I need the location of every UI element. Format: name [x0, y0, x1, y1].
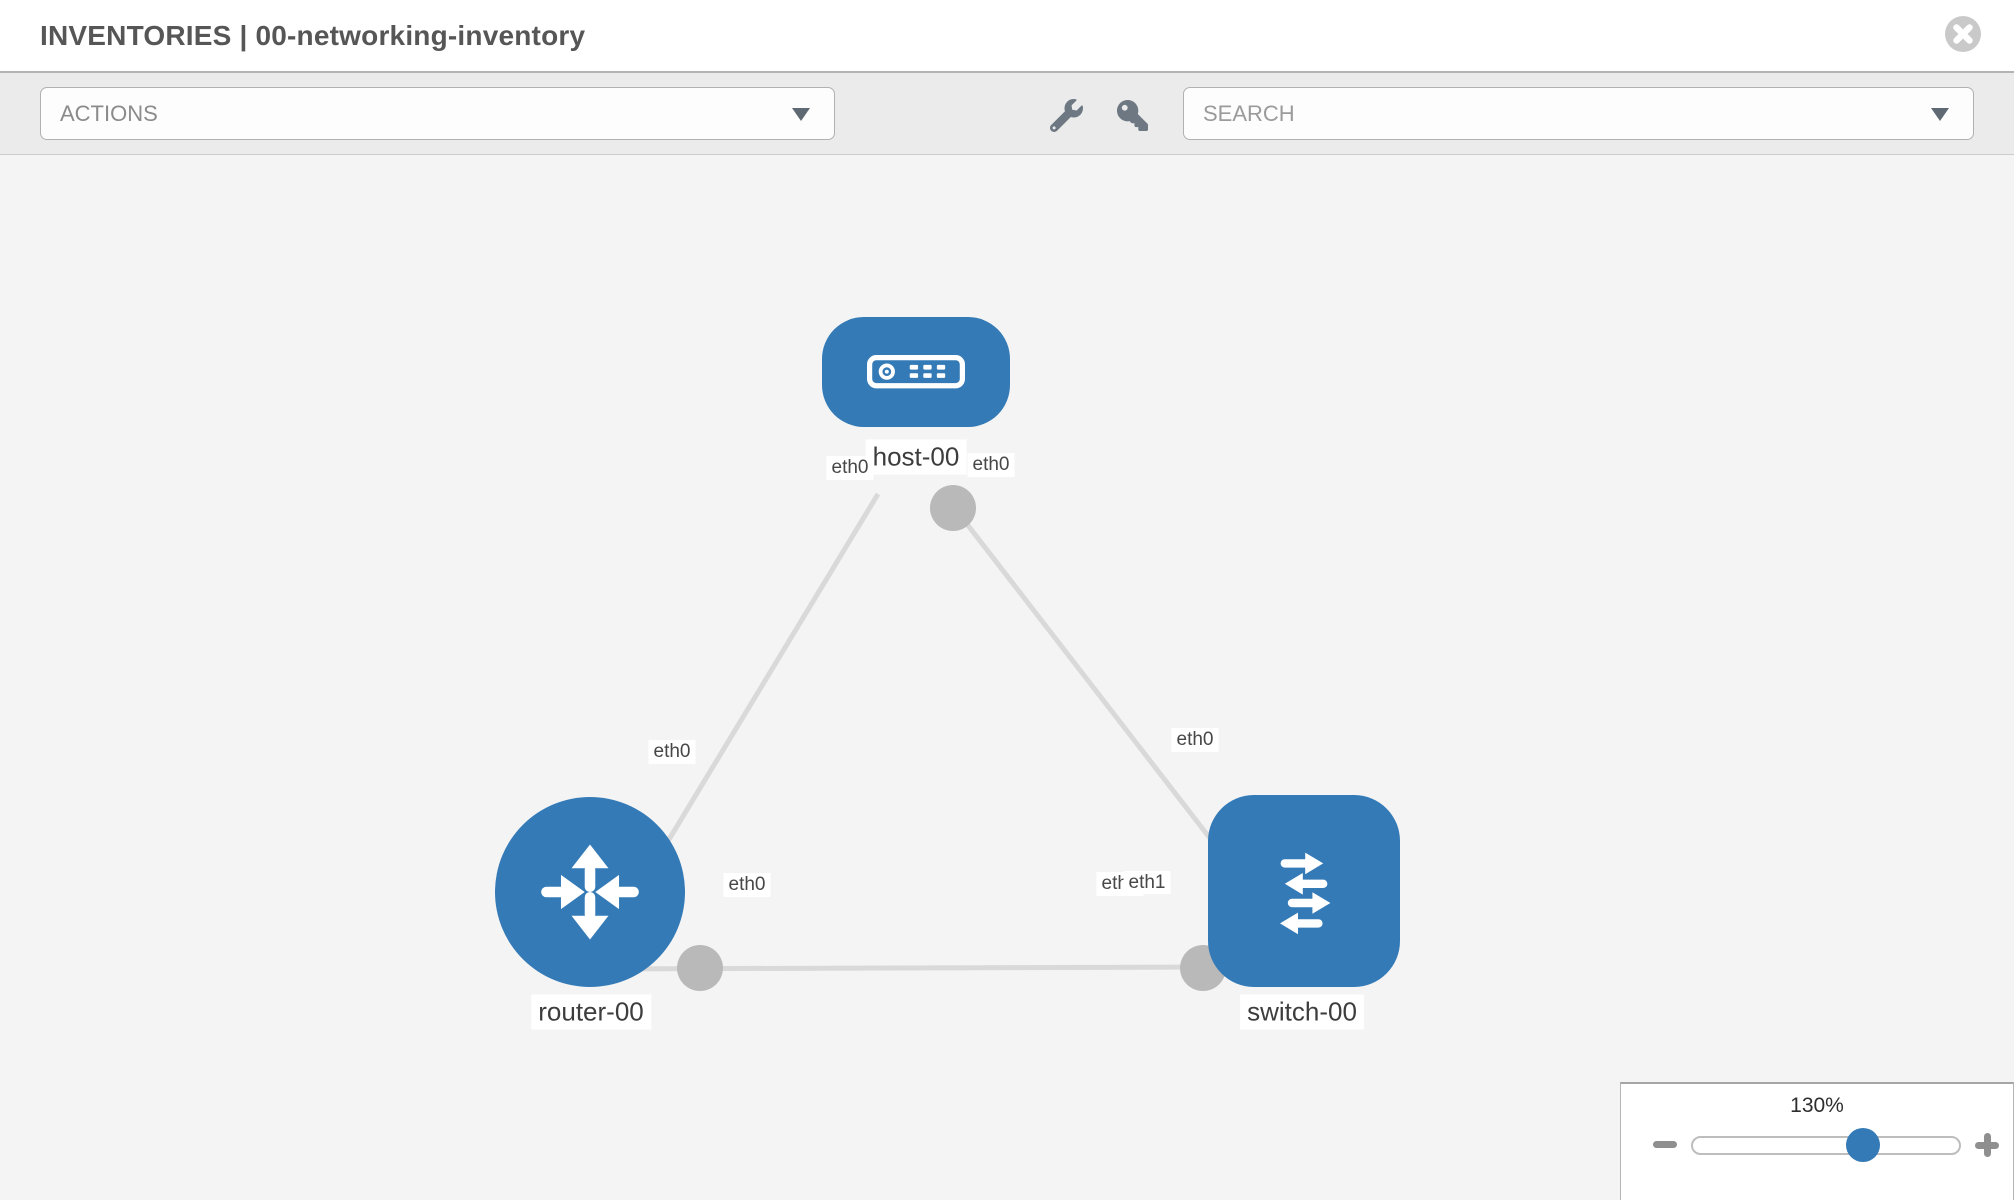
search-dropdown-label: SEARCH: [1203, 100, 1295, 126]
interface-label-switch-to-router-group: eth1 eth1: [1096, 871, 1171, 896]
interface-label-switch-to-host: eth0: [1171, 728, 1219, 752]
link-host-switch[interactable]: [951, 504, 1235, 870]
node-label-switch: switch-00: [1240, 994, 1364, 1030]
connector-router-right: [677, 945, 723, 991]
zoom-slider-track[interactable]: [1691, 1136, 1961, 1155]
search-dropdown[interactable]: SEARCH: [1183, 87, 1974, 140]
minus-icon[interactable]: [1653, 1141, 1677, 1148]
plus-icon[interactable]: [1975, 1133, 1999, 1157]
connector-host-bottom: [930, 485, 976, 531]
node-switch-00[interactable]: [1208, 795, 1400, 987]
interface-label-host-to-router: eth0: [826, 456, 874, 480]
zoom-level-label: 130%: [1790, 1094, 1844, 1117]
node-label-host: host-00: [865, 439, 967, 475]
switch-icon: [1280, 852, 1331, 935]
close-button[interactable]: [1945, 16, 1981, 52]
topology-canvas[interactable]: [0, 156, 2014, 1200]
router-icon: [541, 844, 639, 940]
key-icon: [1116, 99, 1148, 131]
interface-label-switch-to-router: eth1: [1123, 871, 1171, 894]
interface-label-router-to-switch: eth0: [723, 873, 771, 897]
actions-dropdown[interactable]: ACTIONS: [40, 87, 835, 140]
header: INVENTORIES | 00-networking-inventory: [0, 0, 2014, 71]
toolbar: ACTIONS SEARCH: [0, 71, 2014, 155]
zoom-panel: 130%: [1620, 1082, 2014, 1200]
tools-button[interactable]: [1047, 96, 1085, 134]
node-router-00[interactable]: [495, 797, 685, 987]
node-label-router: router-00: [531, 994, 651, 1030]
credentials-button[interactable]: [1113, 96, 1151, 134]
wrench-icon: [1049, 98, 1083, 132]
node-host-00[interactable]: [822, 317, 1010, 427]
interface-label-host-to-switch: eth0: [967, 453, 1015, 477]
actions-dropdown-label: ACTIONS: [60, 100, 158, 126]
chevron-down-icon: [1931, 107, 1949, 121]
zoom-slider-handle[interactable]: [1846, 1128, 1880, 1162]
interface-label-router-to-host: eth0: [648, 740, 696, 764]
server-icon: [867, 355, 965, 389]
page-title: INVENTORIES | 00-networking-inventory: [40, 19, 586, 51]
close-icon: [1945, 16, 1981, 52]
links-layer: [587, 485, 1257, 991]
chevron-down-icon: [792, 107, 810, 121]
